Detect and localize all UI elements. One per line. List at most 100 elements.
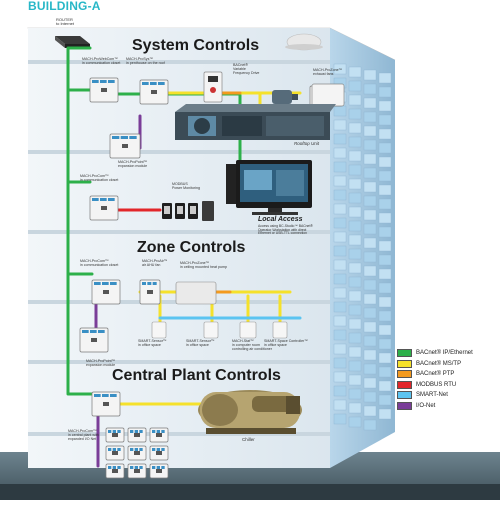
- legend-item: SMART-Net: [397, 390, 489, 401]
- chiller-icon: [198, 390, 302, 434]
- controller-procom-zone: [91, 279, 121, 305]
- label-maxc-stat: MACH-Stat™ in computer room controlling …: [232, 339, 272, 351]
- side-window: [378, 352, 392, 364]
- side-window: [378, 296, 392, 308]
- legend-label: SMART-Net: [416, 392, 448, 399]
- floor-slab: [28, 150, 330, 154]
- side-window: [378, 408, 392, 420]
- side-window: [378, 310, 392, 322]
- side-window: [378, 198, 392, 210]
- side-window: [348, 122, 362, 134]
- workstation-icon: [226, 160, 312, 215]
- rooftop-unit-icon: [175, 104, 336, 140]
- side-window: [378, 114, 392, 126]
- side-window: [348, 388, 362, 400]
- side-window: [363, 209, 377, 221]
- side-window: [333, 259, 347, 271]
- legend-label: BACnet® MS/TP: [416, 360, 462, 367]
- legend-label: I/O-Net: [416, 402, 436, 409]
- side-window: [333, 273, 347, 285]
- side-window: [348, 290, 362, 302]
- zone-sensors: [151, 321, 288, 339]
- vfd-icon: [203, 71, 223, 103]
- side-window: [348, 360, 362, 372]
- side-window: [333, 343, 347, 355]
- side-window: [348, 66, 362, 78]
- side-window: [363, 125, 377, 137]
- heat-pump-icon: [175, 281, 217, 305]
- side-window: [333, 385, 347, 397]
- legend-swatch: [397, 380, 412, 389]
- side-window: [363, 335, 377, 347]
- side-window: [378, 86, 392, 98]
- side-window: [378, 268, 392, 280]
- side-window: [378, 338, 392, 350]
- side-window: [348, 374, 362, 386]
- side-window: [378, 240, 392, 252]
- side-window: [333, 231, 347, 243]
- side-window: [378, 184, 392, 196]
- label-smart-sensor-2: SMART-Sensor™ in office space: [186, 339, 215, 347]
- section-title-central: Central Plant Controls: [112, 367, 281, 384]
- side-window: [378, 226, 392, 238]
- side-window: [378, 72, 392, 84]
- side-window: [378, 128, 392, 140]
- side-window: [378, 142, 392, 154]
- side-window: [333, 315, 347, 327]
- side-window: [333, 399, 347, 411]
- floor-slab: [28, 360, 330, 364]
- controller-io-expansion: [105, 445, 125, 461]
- side-window: [333, 357, 347, 369]
- side-window: [363, 69, 377, 81]
- side-window: [333, 161, 347, 173]
- side-windows: [333, 63, 392, 431]
- side-window: [348, 178, 362, 190]
- side-window: [348, 276, 362, 288]
- router-label: ROUTER to Internet: [56, 17, 75, 27]
- side-window: [363, 195, 377, 207]
- side-window: [348, 234, 362, 246]
- side-window: [333, 287, 347, 299]
- side-window: [363, 405, 377, 417]
- label-maxc-procom: MACH-ProCom™ in communication closet: [80, 174, 119, 182]
- side-window: [348, 136, 362, 148]
- side-window: [378, 324, 392, 336]
- side-window: [363, 111, 377, 123]
- controller-io-expansion: [127, 445, 147, 461]
- side-window: [348, 220, 362, 232]
- legend-item: BACnet® MS/TP: [397, 359, 489, 370]
- side-window: [363, 223, 377, 235]
- label-maxc-prozone-heatpump: MACH-ProZone™ in ceiling mounted heat pu…: [180, 261, 227, 269]
- controller-procom-plant: [91, 391, 121, 417]
- legend-item: MODBUS RTU: [397, 380, 489, 391]
- side-window: [348, 304, 362, 316]
- label-smart-space-controller: SMART-Space Controller™ in office space: [264, 339, 308, 347]
- section-title-system: System Controls: [132, 37, 260, 54]
- side-window: [363, 153, 377, 165]
- side-window: [348, 164, 362, 176]
- side-window: [348, 416, 362, 428]
- local-access-description: Access using BC-Studio™ BACnet® Operator…: [258, 224, 313, 236]
- label-maxc-prosys: MACH-ProSys™ in penthouse on the roof: [126, 57, 165, 65]
- controller-io-expansion: [149, 463, 169, 479]
- controller-io-expansion: [127, 427, 147, 443]
- label-maxc-prozone-exhaust: MACH-ProZone™ exhaust fans: [313, 68, 343, 76]
- label-rooftop-unit: Rooftop Unit: [294, 141, 320, 146]
- side-window: [363, 419, 377, 431]
- side-window: [333, 217, 347, 229]
- local-access-title: Local Access: [258, 216, 303, 223]
- legend-swatch: [397, 391, 412, 400]
- label-maxc-procom-plant: MACH-ProCom™ in central plant with expan…: [68, 429, 99, 441]
- side-window: [363, 293, 377, 305]
- controller-io-expansion: [105, 427, 125, 443]
- side-window: [378, 212, 392, 224]
- legend-item: I/O-Net: [397, 401, 489, 412]
- side-window: [363, 265, 377, 277]
- floor-slab: [28, 432, 330, 436]
- controller-proair: [139, 279, 161, 305]
- side-window: [348, 108, 362, 120]
- side-window: [333, 301, 347, 313]
- side-window: [333, 119, 347, 131]
